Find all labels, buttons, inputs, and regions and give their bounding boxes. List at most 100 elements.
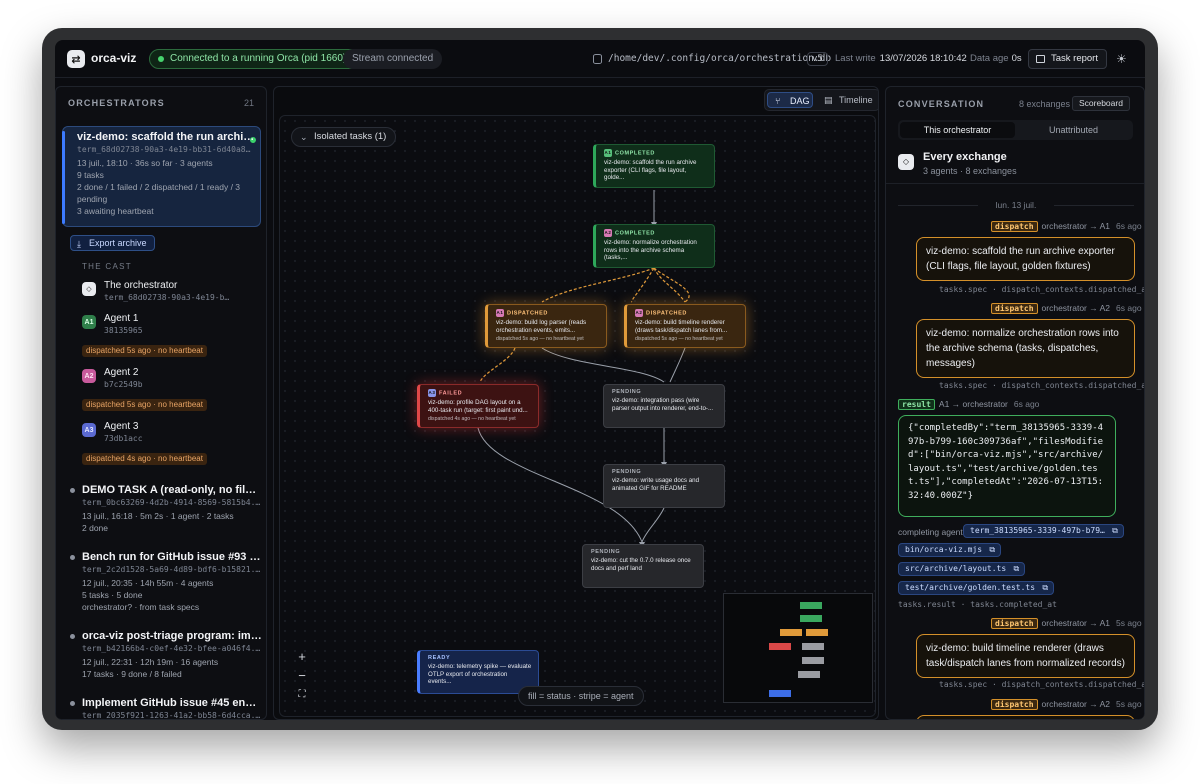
orchestrator-avatar-icon: ◇ xyxy=(82,282,96,296)
tab-timeline[interactable]: ▤Timeline xyxy=(817,92,877,108)
device-frame: ⇄ orca-viz Connected to a running Orca (… xyxy=(42,28,1158,730)
chevron-down-icon: ⌄ xyxy=(300,132,308,142)
orchestrators-panel: ORCHESTRATORS 21 viz-demo: scaffold the … xyxy=(55,86,267,720)
copy-icon[interactable]: ⧉ xyxy=(1013,564,1020,573)
minimap-node xyxy=(769,643,791,650)
scoreboard-button[interactable]: Scoreboard xyxy=(1072,96,1130,111)
agent-badge: A3 xyxy=(428,389,436,397)
bullet-icon xyxy=(70,634,75,639)
zoom-out-button[interactable]: − xyxy=(298,668,306,683)
agent-avatar: A3 xyxy=(82,423,96,437)
branch-icon: ⑂ xyxy=(775,96,781,106)
dispatch-message[interactable] xyxy=(916,715,1135,719)
view-toggle: ⑂DAG ▤Timeline xyxy=(764,89,878,111)
database-icon xyxy=(593,54,602,64)
live-dot-icon xyxy=(250,137,256,143)
export-archive-button[interactable]: ⤓Export archive xyxy=(70,235,155,251)
agent-avatar: A1 xyxy=(82,315,96,329)
dag-node[interactable]: READY viz-demo: telemetry spike — evalua… xyxy=(417,650,539,694)
minimap-node xyxy=(802,657,824,664)
orchestrator-avatar-icon: ◇ xyxy=(898,154,914,170)
agent-badge: A2 xyxy=(635,309,643,317)
copy-icon[interactable]: ⧉ xyxy=(1112,526,1118,535)
file-chip[interactable]: test/archive/golden.test.ts⧉ xyxy=(898,581,1055,595)
zoom-in-button[interactable]: + xyxy=(298,649,306,664)
theme-toggle-sun-icon[interactable]: ☀ xyxy=(1116,52,1127,66)
dag-panel: ⑂DAG ▤Timeline ⌄Isolated tasks (1) xyxy=(273,86,879,720)
result-message[interactable]: {"completedBy":"term_38135965-3339-497b-… xyxy=(898,415,1116,517)
stream-status-pill: Stream connected xyxy=(343,49,443,69)
agent-badge: A1 xyxy=(496,309,504,317)
dag-node[interactable]: PENDING viz-demo: write usage docs and a… xyxy=(603,464,725,508)
isolated-tasks-toggle[interactable]: ⌄Isolated tasks (1) xyxy=(291,127,397,147)
exchange-count: 8 exchanges xyxy=(1019,99,1071,109)
orchestrator-title: viz-demo: scaffold the run archive ... xyxy=(77,131,255,143)
dispatch-message[interactable]: viz-demo: normalize orchestration rows i… xyxy=(916,319,1135,378)
minimap-node xyxy=(800,602,822,609)
cast-label: THE CAST xyxy=(82,262,132,271)
top-bar: ⇄ orca-viz Connected to a running Orca (… xyxy=(55,40,1145,78)
agent-avatar: A2 xyxy=(82,369,96,383)
timeline-icon: ▤ xyxy=(824,95,833,105)
dag-legend: fill = status · stripe = agent xyxy=(518,686,644,706)
agent-badge: A1 xyxy=(604,149,612,157)
tab-dag[interactable]: ⑂DAG xyxy=(767,92,813,108)
minimap-node xyxy=(769,690,791,697)
minimap-node xyxy=(800,615,822,622)
completing-agent-chip[interactable]: term_38135965-3339-497b-b79…⧉ xyxy=(963,524,1124,538)
connection-status-pill: Connected to a running Orca (pid 1660). xyxy=(149,49,360,69)
orchestrator-item-selected[interactable]: viz-demo: scaffold the run archive ... t… xyxy=(62,126,261,227)
dag-edges xyxy=(477,190,690,548)
dispatch-message[interactable]: viz-demo: build timeline renderer (draws… xyxy=(916,634,1135,678)
minimap[interactable] xyxy=(723,593,873,703)
orca-logo-icon: ⇄ xyxy=(67,50,85,68)
dag-node[interactable]: PENDING viz-demo: integration pass (wire… xyxy=(603,384,725,428)
tab-unattributed[interactable]: Unattributed xyxy=(1048,125,1099,135)
orchestrators-header: ORCHESTRATORS xyxy=(68,98,165,108)
file-chip[interactable]: bin/orca-viz.mjs⧉ xyxy=(898,543,1002,557)
minimap-node xyxy=(780,629,802,636)
agent-badge: A2 xyxy=(604,229,612,237)
message-source: tasks.result · tasks.completed_at xyxy=(898,600,1057,609)
download-icon: ⤓ xyxy=(77,239,81,249)
fit-view-button[interactable]: ⛶ xyxy=(298,689,306,700)
conversation-panel: CONVERSATION 8 exchanges Scoreboard This… xyxy=(885,86,1145,720)
dag-node[interactable]: PENDING viz-demo: cut the 0.7.0 release … xyxy=(582,544,704,588)
tab-this-orchestrator[interactable]: This orchestrator xyxy=(900,122,1015,138)
orchestrator-id: term_68d02738-90a3-4e19-bb31-6d40a8... xyxy=(77,145,255,154)
heartbeat-warning: dispatched 4s ago · no heartbeat xyxy=(82,453,207,465)
completing-agent-label: completing agent xyxy=(898,527,963,537)
conversation-tabs: This orchestrator Unattributed xyxy=(898,120,1133,140)
heartbeat-warning: dispatched 5s ago · no heartbeat xyxy=(82,399,207,411)
app-name: orca-viz xyxy=(91,51,137,65)
copy-icon[interactable]: ⧉ xyxy=(1042,583,1049,592)
bullet-icon xyxy=(70,555,75,560)
message-source: tasks.spec · dispatch_contexts.dispatche… xyxy=(939,285,1145,294)
divider xyxy=(886,183,1144,184)
db-path: /home/dev/.config/orca/orchestration.db xyxy=(608,53,832,64)
orchestrator-meta: 13 juil., 18:10 · 36s so far · 3 agents … xyxy=(77,158,241,216)
file-chip[interactable]: src/archive/layout.ts⧉ xyxy=(898,562,1026,576)
bullet-icon xyxy=(70,701,75,706)
copy-icon[interactable]: ⧉ xyxy=(989,545,996,554)
minimap-node xyxy=(806,629,828,636)
task-report-button[interactable]: Task report xyxy=(1028,49,1107,69)
orchestrators-count: 21 xyxy=(243,98,254,108)
bullet-icon xyxy=(70,488,75,493)
message-source: tasks.spec · dispatch_contexts.dispatche… xyxy=(939,381,1145,390)
dispatch-message[interactable]: viz-demo: scaffold the run archive expor… xyxy=(916,237,1135,281)
message-source: tasks.spec · dispatch_contexts.dispatche… xyxy=(939,680,1145,689)
